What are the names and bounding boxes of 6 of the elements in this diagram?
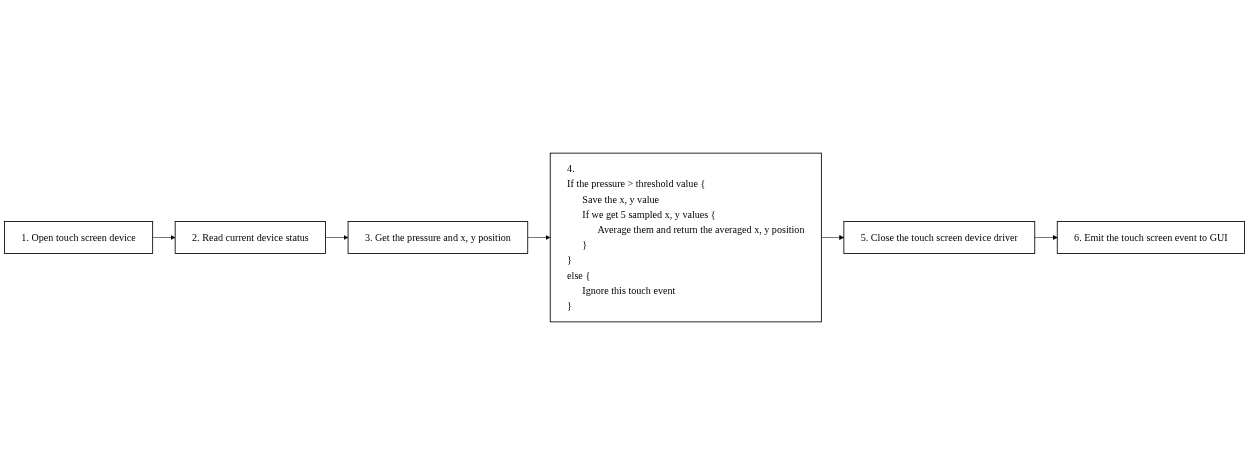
node-box: 2. Read current device status [174, 221, 326, 254]
node-box: 1. Open touch screen device [4, 221, 154, 254]
node-box: 5. Close the touch screen device driver [843, 221, 1036, 254]
node-box: 6. Emit the touch screen event to GUI [1056, 221, 1245, 254]
node-box: 3. Get the pressure and x, y position [347, 221, 529, 254]
node-box: 4. If the pressure > threshold value { Save the x, y value If we get 5 sampled x, y values { Average them and return the averaged x, y position } } else { Ignore this touch event } [549, 152, 822, 323]
